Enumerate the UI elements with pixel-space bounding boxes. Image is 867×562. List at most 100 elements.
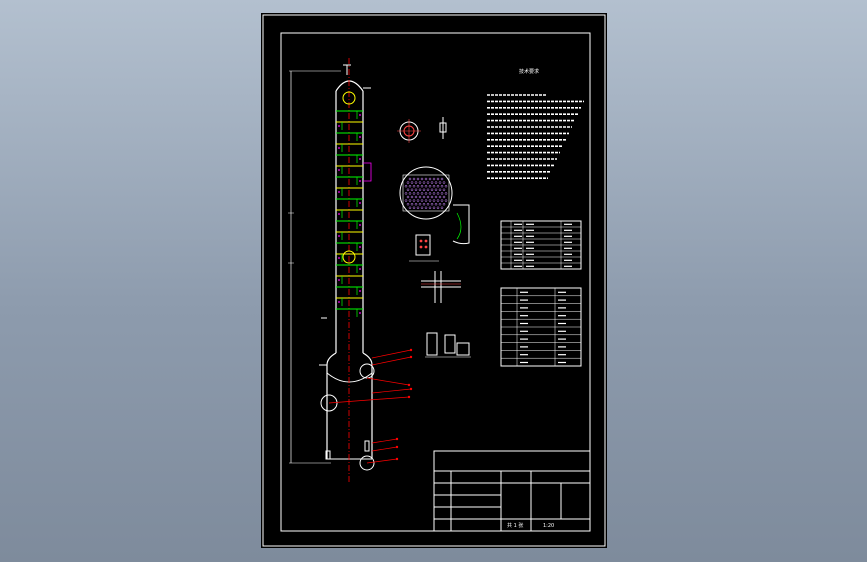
sieve-hole [414,195,418,199]
sieve-hole [426,188,430,192]
tray-mark-1 [359,114,361,116]
sieve-hole [442,202,446,206]
tray-mark-10 [338,213,340,215]
sieve-hole [430,188,434,192]
lower-shell-left [326,352,337,459]
sieve-hole [434,195,438,199]
sieve-hole [428,199,432,202]
sieve-hole [430,181,434,184]
sieve-hole [420,199,424,202]
sieve-hole [426,202,430,206]
leader-line-7 [371,446,398,452]
sieve-hole [410,181,414,184]
sieve-hole [432,184,436,188]
tray-mark-16 [338,279,340,281]
sieve-hole [434,188,438,192]
tray-mark-13 [359,246,361,248]
tray-mark-12 [338,235,340,237]
sheet-label: 共 1 张 [507,522,523,529]
sieve-hole [406,181,410,184]
sieve-hole [422,181,426,184]
sieve-hole [420,184,424,188]
sieve-hole [406,188,410,192]
detail-circle-base [359,455,375,471]
sieve-hole [428,177,432,181]
sieve-hole [412,192,416,195]
sieve-hole [430,195,434,199]
lower-shell-right [362,352,373,459]
sieve-hole [408,184,412,188]
sieve-hole [440,199,444,202]
sieve-hole [420,192,424,195]
sieve-hole [416,177,420,181]
sieve-hole [440,192,444,195]
sieve-hole [434,181,438,184]
sieve-hole [422,188,426,192]
sieve-hole [444,192,448,195]
sieve-hole [428,192,432,195]
drawing-sheet: 技术要求 1:20 共 1 张 [261,13,607,548]
sieve-hole [432,199,436,202]
sieve-hole [440,184,444,188]
leader-line-4 [371,388,412,394]
sieve-hole [426,195,430,199]
nozzle-table [500,220,582,270]
leader-tip-6 [395,437,399,441]
tray-mark-2 [338,125,340,127]
sieve-hole [410,188,414,192]
sieve-hole [418,202,422,206]
tray-mark-3 [359,136,361,138]
leader-tip-3 [407,383,411,387]
sieve-hole [406,202,410,206]
tray-mark-14 [338,257,340,259]
tray-mark-6 [338,169,340,171]
sieve-hole [418,195,422,199]
sieve-hole [424,199,428,202]
tray-stack [336,110,372,317]
tray-mark-8 [338,191,340,193]
leader-line-1 [371,349,412,359]
sieve-hole [428,184,432,188]
scale-value: 1:20 [543,523,554,529]
sieve-hole [442,195,446,199]
feed-nozzle-bracket [363,162,372,182]
detail-circle-d [320,394,338,412]
detail-pin-view [439,117,447,139]
sieve-hole [424,192,428,195]
leader-tip-7 [395,445,399,449]
tray-mark-5 [359,158,361,160]
leader-line-2 [371,356,412,366]
leader-line-3 [366,377,410,386]
sieve-hole [428,206,432,210]
sieve-hole [408,192,412,195]
sieve-hole [410,202,414,206]
detail-downcomer [452,204,470,245]
sieve-hole [416,192,420,195]
sieve-hole [438,188,442,192]
height-dimension [288,70,341,464]
sieve-hole [412,206,416,210]
sieve-hole [420,206,424,210]
design-data-table [500,287,582,367]
sieve-hole [438,195,442,199]
leader-tip-1 [409,348,413,352]
sieve-hole [412,184,416,188]
sieve-hole [422,202,426,206]
sieve-hole [436,177,440,181]
tray-mark-11 [359,224,361,226]
sieve-hole [430,202,434,206]
sieve-hole [424,206,428,210]
leader-tip-4 [409,387,413,391]
tray-mark-19 [359,312,361,314]
sieve-hole [412,177,416,181]
sieve-hole [440,206,444,210]
callout-leaders [328,348,413,464]
sieve-hole [436,199,440,202]
sieve-hole [432,177,436,181]
sieve-hole [416,184,420,188]
sieve-hole [408,199,412,202]
manhole-top [342,91,356,105]
sieve-hole [410,195,414,199]
svg-text:技术要求: 技术要求 [519,68,539,75]
tray-mark-7 [359,180,361,182]
